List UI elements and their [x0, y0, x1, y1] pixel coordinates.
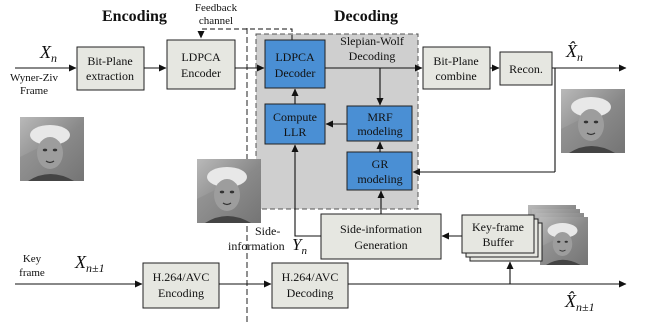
- keyframe-buffer-line2: Buffer: [482, 235, 513, 249]
- ldpca-decoder-line2: Decoder: [275, 66, 316, 80]
- mrf-modeling-line2: modeling: [357, 124, 402, 138]
- gr-modeling-line1: GR: [372, 157, 389, 171]
- encoding-header: Encoding: [102, 8, 167, 25]
- ldpca-decoder-block: [264, 39, 326, 89]
- bitplane-extraction-line1: Bit-Plane: [87, 54, 132, 68]
- ldpca-encoder-line2: Encoder: [181, 66, 221, 80]
- xhat-n-label: X̂n: [565, 41, 583, 64]
- feedback-label-line2: channel: [199, 15, 233, 27]
- side-info-label-line2: information: [228, 239, 285, 253]
- side-info-generation-line2: Generation: [354, 238, 407, 252]
- xn-pm1-label: Xn±1: [74, 252, 105, 275]
- h264-decoding-block: [271, 262, 349, 309]
- side-info-label-line1: Side-: [255, 224, 280, 238]
- compute-llr-line1: Compute: [273, 110, 317, 124]
- compute-llr-block: [264, 103, 326, 145]
- bitplane-combine-line2: combine: [435, 69, 476, 83]
- reconstructed-frame-image: [561, 88, 625, 154]
- ldpca-decoder-line1: LDPCA: [275, 50, 315, 64]
- bitplane-extraction-line2: extraction: [86, 69, 134, 83]
- sideinfo-to-llr-arrow: [291, 144, 321, 237]
- bitplane-extraction-block: [76, 46, 145, 91]
- side-info-generation-block: [320, 213, 442, 260]
- ldpca-encoder-block: [166, 39, 236, 90]
- gr-modeling-line2: modeling: [357, 172, 402, 186]
- wyner-ziv-frame-image: [20, 116, 84, 182]
- mrf-modeling-line1: MRF: [367, 110, 393, 124]
- xn-label: Xn: [39, 42, 57, 65]
- wyner-ziv-label-line1: Wyner-Ziv: [10, 72, 58, 84]
- recon-label: Recon.: [509, 62, 543, 76]
- side-information-image: [197, 158, 261, 224]
- ldpca-encoder-line1: LDPCA: [181, 50, 221, 64]
- h264-decoding-line2: Decoding: [287, 286, 334, 300]
- feedback-label-line1: Feedback: [195, 2, 238, 14]
- bitplane-combine-line1: Bit-Plane: [433, 54, 478, 68]
- h264-encoding-line1: H.264/AVC: [153, 270, 210, 284]
- h264-encoding-block: [142, 262, 220, 309]
- h264-encoding-line2: Encoding: [158, 286, 204, 300]
- keyframe-buffer-block: [461, 214, 535, 254]
- xhat-n-pm1-label: X̂n±1: [564, 291, 595, 314]
- decoding-header: Decoding: [334, 8, 398, 25]
- side-info-generation-line1: Side-information: [340, 222, 422, 236]
- keyframe-buffer-line1: Key-frame: [472, 220, 524, 234]
- key-frame-label-line1: Key: [23, 253, 42, 265]
- yn-label: Yn: [292, 235, 307, 257]
- slepian-wolf-label-line1: Slepian-Wolf: [340, 34, 404, 48]
- key-frame-label-line2: frame: [19, 267, 45, 279]
- feedback-channel-line: [197, 28, 293, 40]
- h264-decoding-line1: H.264/AVC: [282, 270, 339, 284]
- compute-llr-line2: LLR: [284, 125, 307, 139]
- slepian-wolf-label-line2: Decoding: [349, 49, 396, 63]
- recon-block: [499, 51, 553, 86]
- wyner-ziv-label-line2: Frame: [20, 85, 48, 97]
- bitplane-combine-block: [422, 46, 491, 90]
